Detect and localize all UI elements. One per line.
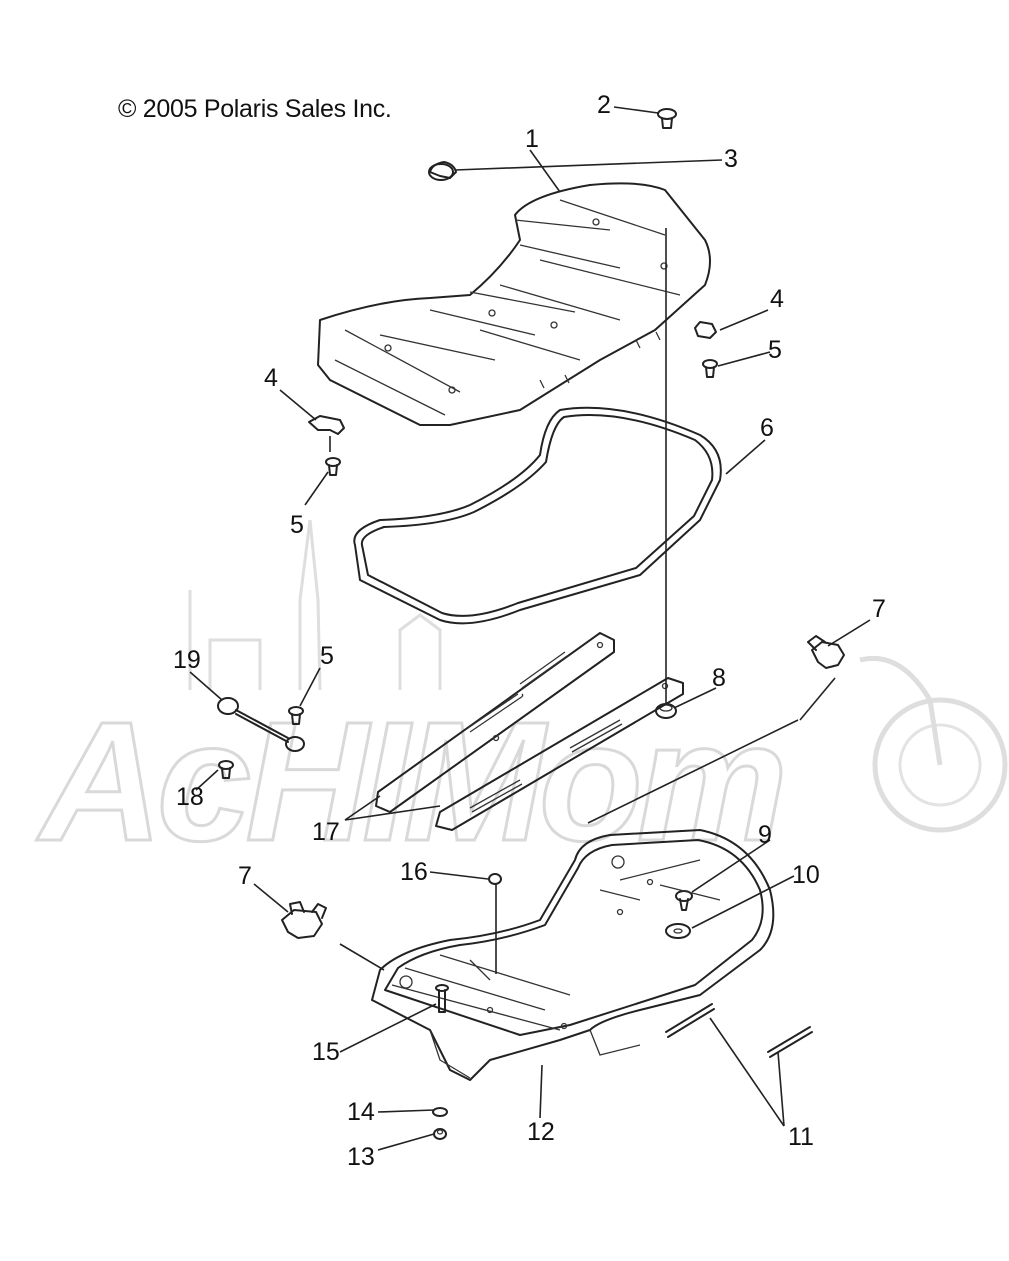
- callout-10: 10: [792, 861, 820, 889]
- watermark-church-spire: [298, 519, 322, 691]
- callout-18: 18: [176, 783, 204, 811]
- callout-4-left: 4: [264, 364, 278, 392]
- callout-11: 11: [788, 1123, 814, 1151]
- callout-14: 14: [347, 1098, 375, 1126]
- part-10-washer: [665, 923, 691, 939]
- part-6-seal: [353, 406, 722, 625]
- part-9-rivet: [675, 890, 693, 911]
- callout-5-right: 5: [768, 336, 782, 364]
- part-4-clip-right: [694, 321, 717, 339]
- part-5-screw-left-mid: [288, 706, 304, 725]
- watermark-wheel: [872, 697, 1008, 833]
- callout-12: 12: [527, 1118, 555, 1146]
- part-5-screw-right: [702, 359, 718, 378]
- part-4-clip-left: [308, 415, 345, 435]
- part-15-bolt: [435, 984, 449, 1013]
- part-7-latch-right: [807, 635, 845, 669]
- callout-6: 6: [760, 414, 774, 442]
- part-7-latch-left: [281, 901, 327, 939]
- part-14-washer: [432, 1107, 448, 1117]
- callout-19: 19: [173, 646, 201, 674]
- watermark-motorcycle-fork: [859, 655, 943, 766]
- callout-7-left: 7: [238, 862, 252, 890]
- alignment-lines: [329, 228, 836, 974]
- watermark: AcHIMom: [35, 519, 1008, 879]
- copyright-text: © 2005 Polaris Sales Inc.: [118, 95, 392, 123]
- part-13-nut: [433, 1128, 447, 1140]
- part-3-retainer-shape: [429, 161, 457, 179]
- callout-9: 9: [758, 821, 772, 849]
- callout-7-right: 7: [872, 595, 886, 623]
- callout-15: 15: [312, 1038, 340, 1066]
- callout-5-left-mid: 5: [320, 642, 334, 670]
- callout-2: 2: [597, 91, 611, 119]
- watermark-wheel-hub: [898, 723, 982, 807]
- watermark-buildings: [188, 590, 442, 690]
- callout-4-right: 4: [770, 285, 784, 313]
- part-18-screw: [218, 760, 234, 779]
- part-11-strips: [665, 1003, 813, 1058]
- callout-17: 17: [312, 818, 340, 846]
- part-2-screw: [657, 108, 677, 129]
- callout-labels: 1 2 3 4 4 5 5 5 6 7 7 8 9 10 11 12 13 14…: [173, 91, 886, 1171]
- part-16-plug: [488, 873, 502, 885]
- part-17-brackets: [375, 632, 684, 831]
- leader-lines: [189, 106, 871, 1151]
- callout-1: 1: [525, 125, 539, 153]
- callout-13: 13: [347, 1143, 375, 1171]
- callout-16: 16: [400, 858, 428, 886]
- callout-8: 8: [712, 664, 726, 692]
- callout-5-left-top: 5: [290, 511, 304, 539]
- part-12-storage-box: [371, 829, 775, 1081]
- part-5-screw-left-top: [325, 457, 341, 476]
- part-1-rack-lid: [317, 182, 711, 426]
- callout-3: 3: [724, 145, 738, 173]
- part-19-tether: [217, 697, 305, 752]
